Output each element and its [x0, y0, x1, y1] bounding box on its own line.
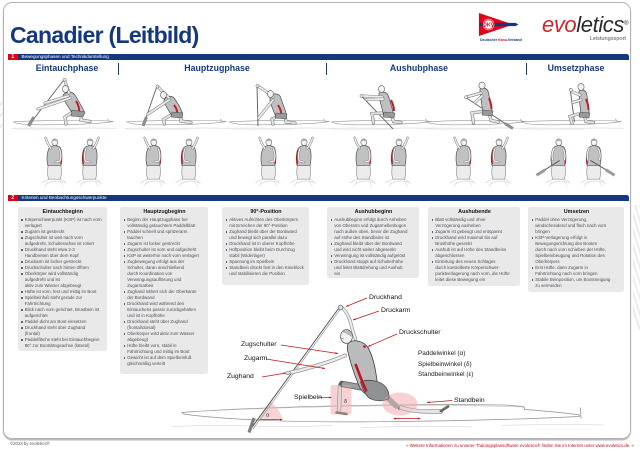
svg-text:α: α [266, 413, 270, 419]
svg-text:δ: δ [344, 399, 347, 405]
svg-text:DKV: DKV [483, 22, 494, 28]
svg-text:Deutscher Kanu-Verband: Deutscher Kanu-Verband [480, 38, 522, 42]
svg-text:ε: ε [398, 406, 401, 412]
